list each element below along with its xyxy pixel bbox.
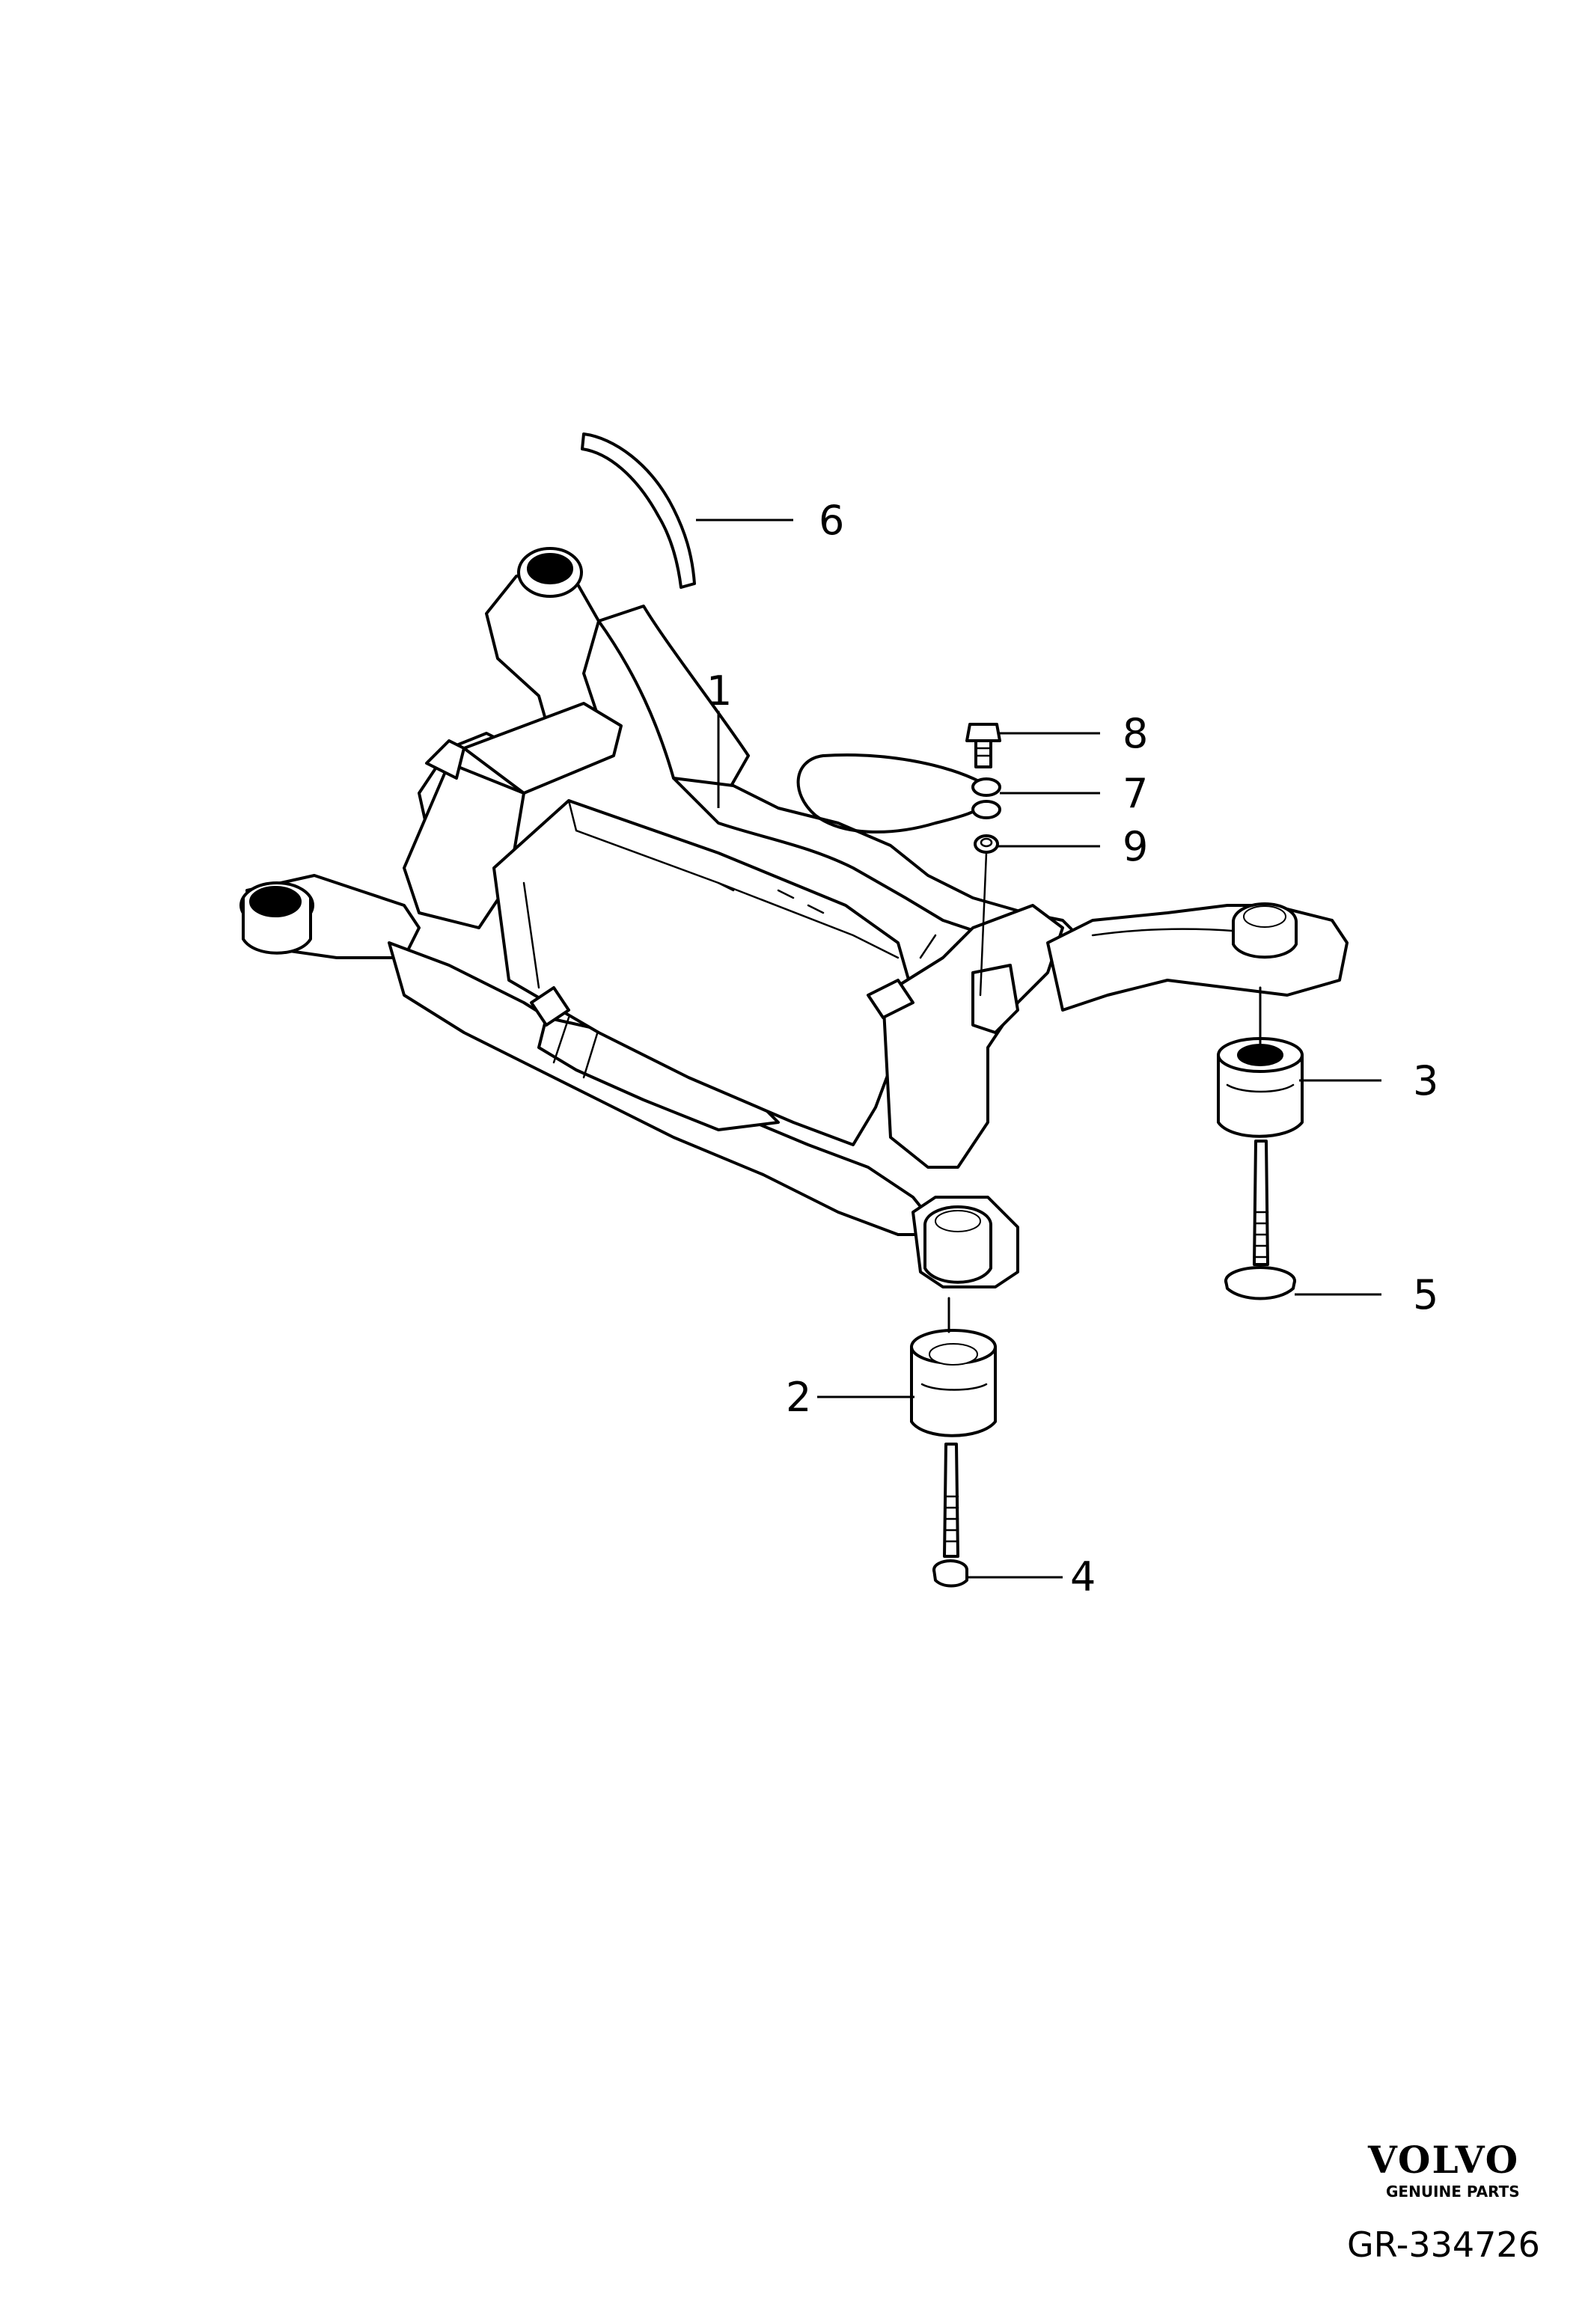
- brand-subtitle: GENUINE PARTS: [1386, 2183, 1520, 2201]
- hose-part-6: [581, 432, 696, 589]
- callout-4: 4: [1070, 1553, 1096, 1600]
- callout-9: 9: [1123, 823, 1148, 870]
- brand-logo: VOLVO: [1367, 2138, 1519, 2182]
- callout-5: 5: [1413, 1271, 1438, 1318]
- diagram-id: GR-334726: [1347, 2224, 1540, 2265]
- callout-2: 2: [786, 1374, 811, 1421]
- subframe-part-1: [239, 547, 1349, 1288]
- callout-7: 7: [1123, 770, 1148, 817]
- bolt-part-8: [965, 723, 1001, 768]
- bolt-part-4: [932, 1297, 968, 1588]
- callout-6: 6: [819, 497, 844, 544]
- callout-numbers: 1 2 3 4 5 6 7 8 9: [706, 497, 1438, 1600]
- footer: VOLVO GENUINE PARTS GR-334726: [1347, 2138, 1540, 2265]
- ground-cable-part-7: [796, 753, 1001, 834]
- callout-3: 3: [1413, 1057, 1438, 1104]
- nut-part-9: [974, 834, 999, 997]
- bolt-part-5: [1224, 986, 1296, 1300]
- bushing-part-2: [910, 1329, 997, 1437]
- leader-lines: [696, 519, 1381, 1579]
- callout-8: 8: [1123, 710, 1148, 757]
- callout-1: 1: [706, 667, 732, 715]
- bushing-part-3: [1217, 1037, 1304, 1138]
